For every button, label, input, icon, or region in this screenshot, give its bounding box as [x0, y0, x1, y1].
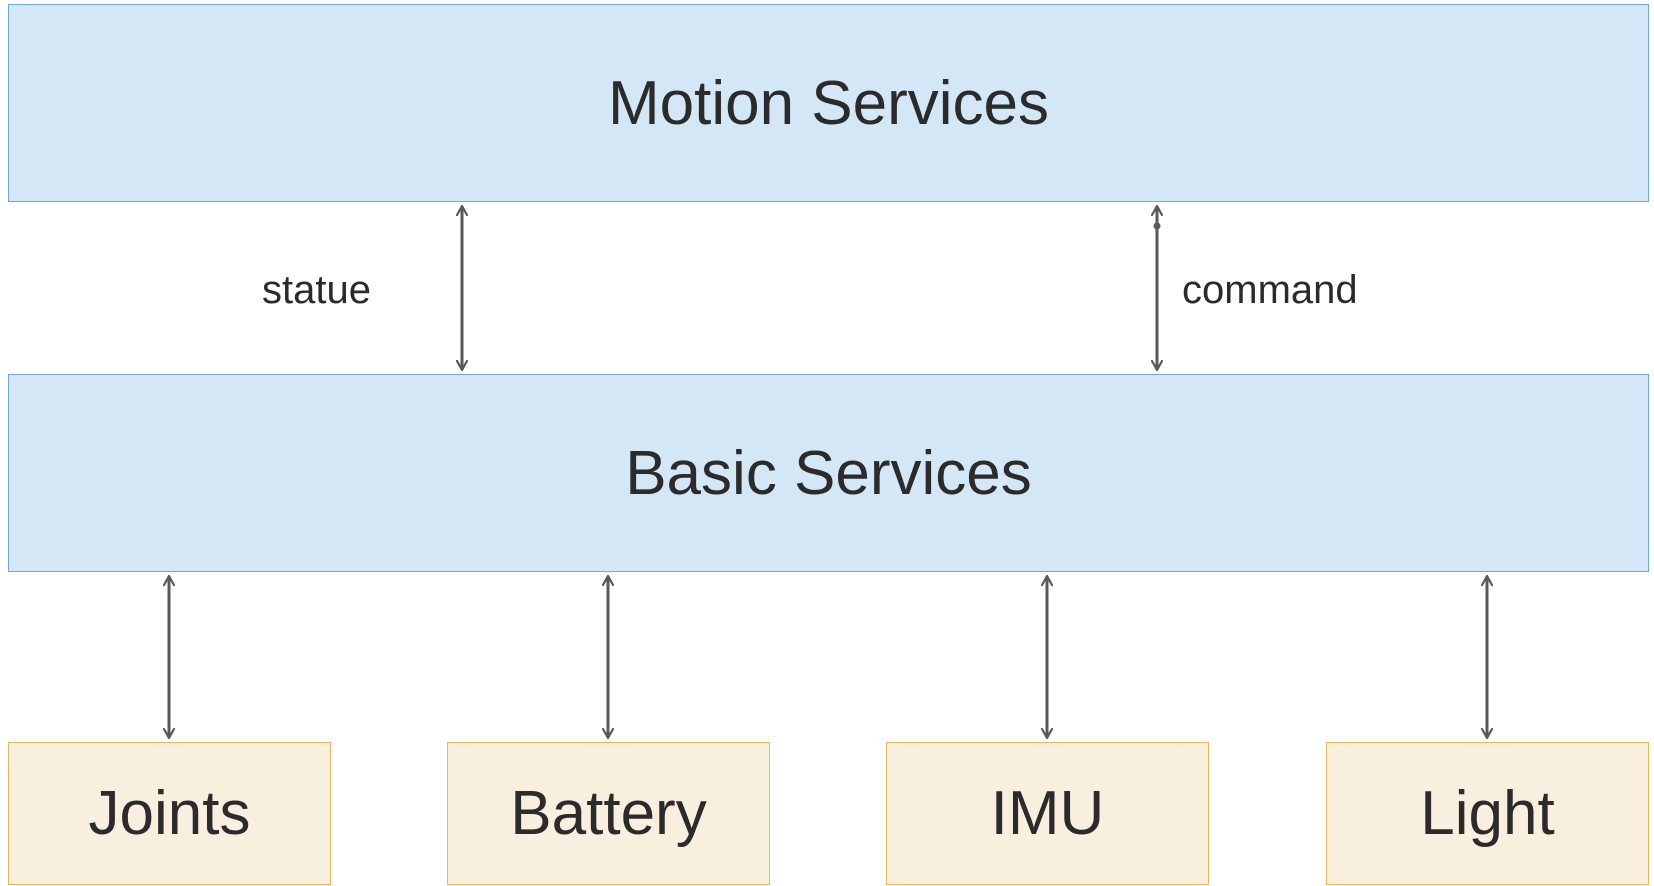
joints-box: Joints: [8, 742, 331, 885]
command-arrow-dot: [1153, 222, 1161, 230]
command-label: command: [1182, 268, 1358, 312]
light-box: Light: [1326, 742, 1649, 885]
battery-box: Battery: [447, 742, 770, 885]
imu-label: IMU: [990, 779, 1105, 848]
basic-services-label: Basic Services: [625, 438, 1032, 508]
basic-services-box: Basic Services: [8, 374, 1649, 572]
imu-box: IMU: [886, 742, 1209, 885]
motion-services-box: Motion Services: [8, 4, 1649, 202]
light-label: Light: [1420, 779, 1555, 848]
statue-label: statue: [262, 268, 371, 312]
motion-services-label: Motion Services: [607, 68, 1050, 138]
joints-label: Joints: [88, 779, 251, 848]
battery-label: Battery: [510, 779, 707, 848]
